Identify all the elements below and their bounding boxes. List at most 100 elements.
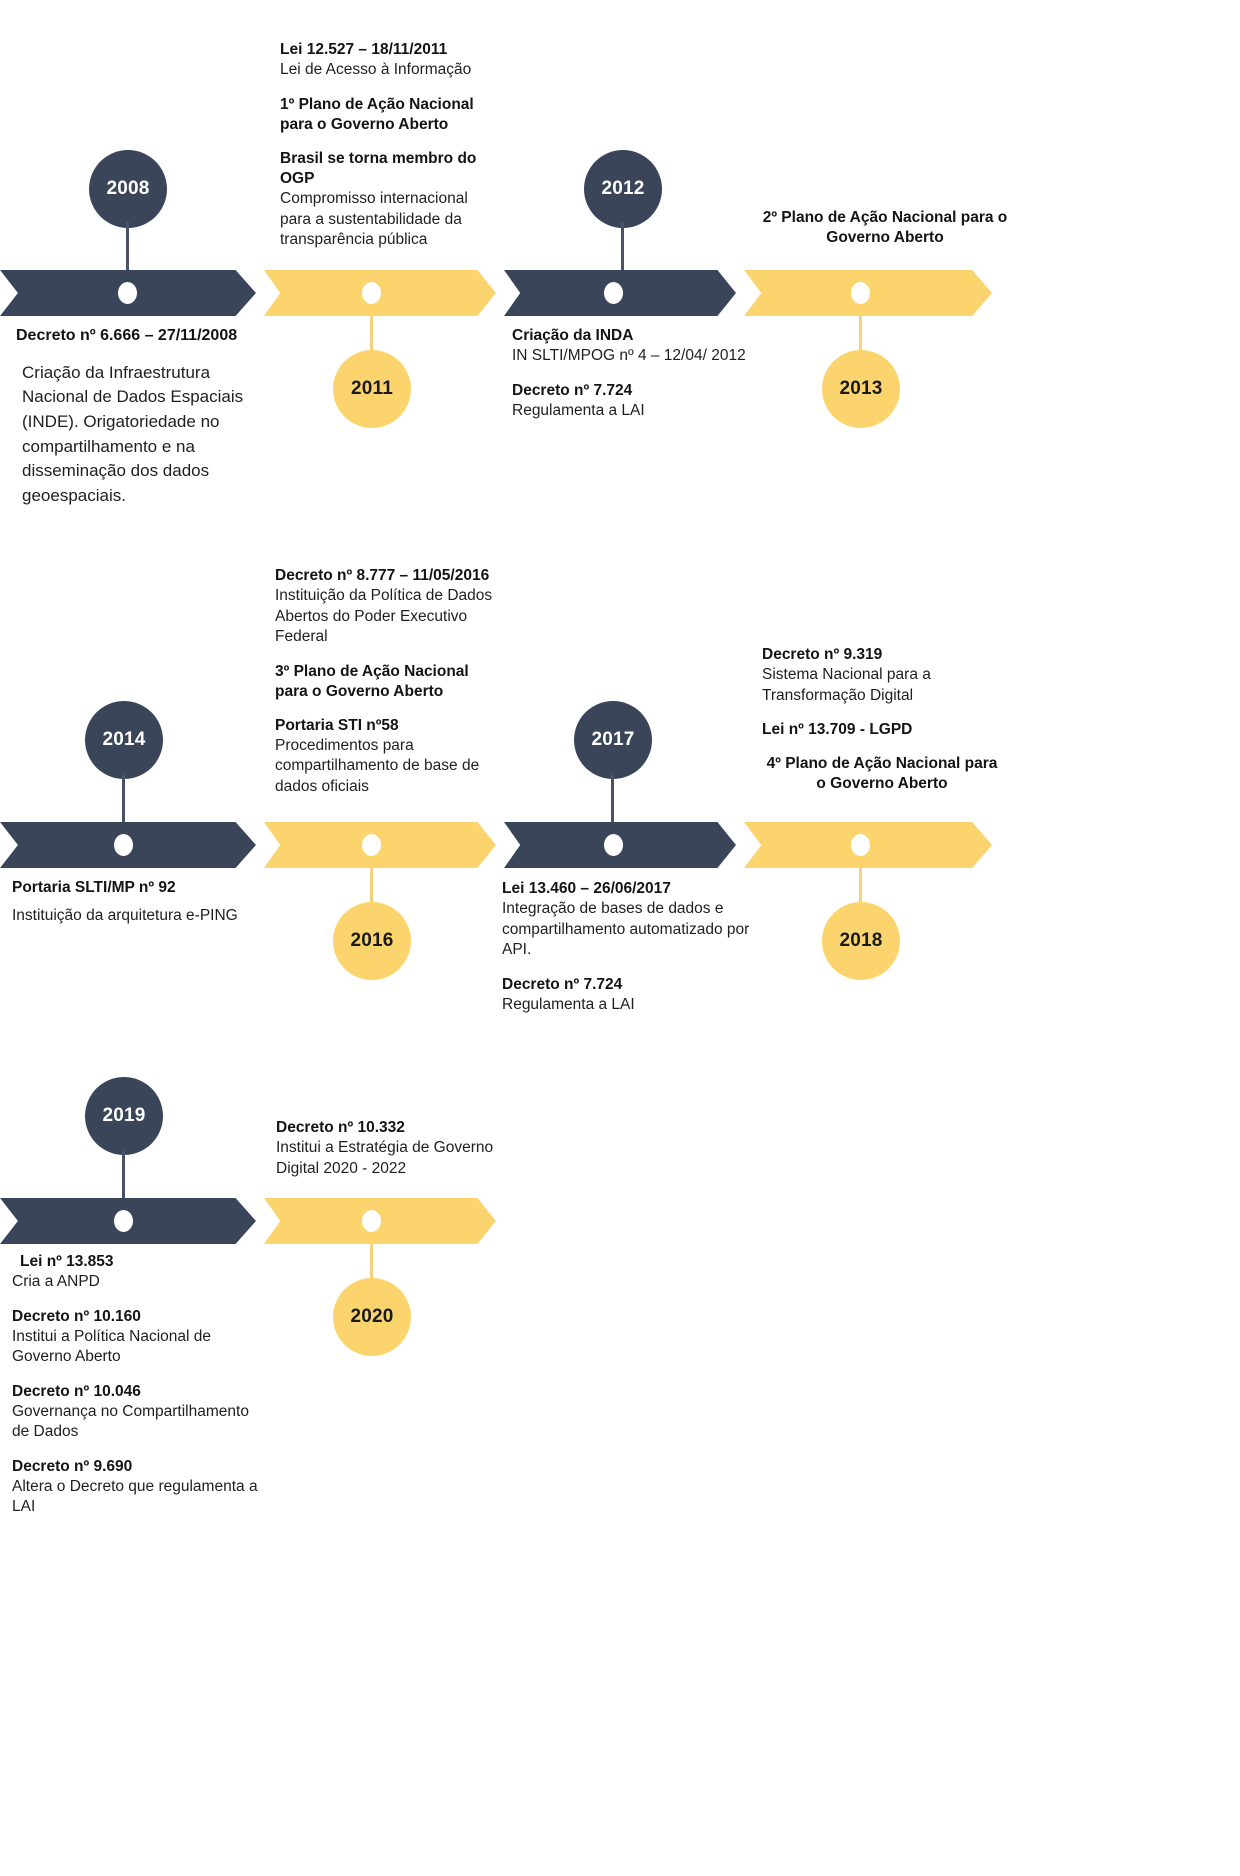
entry-subtitle: Sistema Nacional para a Transformação Di…: [762, 666, 931, 704]
node-dot-2016: [362, 834, 381, 856]
node-dot-2014: [114, 834, 133, 856]
entry-title: Decreto nº 10.160: [12, 1307, 141, 1325]
entry-subtitle: Institui a Estratégia de Governo Digital…: [276, 1139, 494, 1177]
node-dot-2011: [362, 282, 381, 304]
entry-title: Decreto nº 8.777 – 11/05/2016: [275, 567, 490, 584]
year-bubble-2012[interactable]: 2012: [584, 150, 662, 228]
stem-2017: [611, 773, 614, 841]
entry-subtitle: Procedimentos para compartilhamento de b…: [275, 736, 480, 795]
entry-title: Lei 12.527 – 18/11/2011: [280, 41, 448, 58]
entry-subtitle: Integração de bases de dados e compartil…: [502, 900, 750, 959]
stem-2016: [370, 868, 373, 906]
entry-title: Brasil se torna membro do OGP: [280, 149, 477, 188]
timeline-band-row-2: [0, 822, 1240, 868]
entry-decreto-10160: Decreto nº 10.160 Institui a Política Na…: [12, 1307, 262, 1368]
year-bubble-2013[interactable]: 2013: [822, 350, 900, 428]
stem-2014: [122, 773, 125, 841]
entry-subtitle: IN SLTI/MPOG nº 4 – 12/04/ 2012: [512, 347, 746, 365]
entry-2-plano-acao: 2º Plano de Ação Nacional para o Governo…: [760, 208, 1010, 248]
entry-title: Lei 13.460 – 26/06/2017: [502, 880, 671, 897]
text-block-2011: Lei 12.527 – 18/11/2011 Lei de Acesso à …: [280, 40, 495, 251]
year-bubble-2011[interactable]: 2011: [333, 350, 411, 428]
entry-brasil-ogp: Brasil se torna membro do OGP Compromiss…: [280, 149, 495, 251]
text-block-2008: Decreto nº 6.666 – 27/11/2008 Criação da…: [16, 326, 266, 509]
entry-title: 4º Plano de Ação Nacional para o Governo…: [766, 755, 998, 793]
entry-title: Decreto nº 7.724: [512, 381, 633, 399]
year-bubble-2008[interactable]: 2008: [89, 150, 167, 228]
entry-decreto-9690: Decreto nº 9.690 Altera o Decreto que re…: [12, 1457, 262, 1518]
entry-title: Decreto nº 9.319: [762, 646, 883, 663]
entry-decreto-8777: Decreto nº 8.777 – 11/05/2016 Instituiçã…: [275, 566, 495, 648]
entry-title: Decreto nº 10.046: [12, 1382, 141, 1400]
stem-2008: [126, 222, 129, 290]
entry-4-plano-acao: 4º Plano de Ação Nacional para o Governo…: [762, 754, 1002, 794]
entry-subtitle: Regulamenta a LAI: [502, 995, 635, 1013]
year-bubble-2016[interactable]: 2016: [333, 902, 411, 980]
year-bubble-2018[interactable]: 2018: [822, 902, 900, 980]
node-dot-2019: [114, 1210, 133, 1232]
entry-title: Decreto nº 6.666 – 27/11/2008: [16, 327, 238, 344]
entry-title: Portaria STI nº58: [275, 716, 399, 734]
stem-2013: [859, 316, 862, 354]
entry-lei-13460: Lei 13.460 – 26/06/2017 Integração de ba…: [502, 879, 760, 961]
entry-decreto-10332: Decreto nº 10.332 Institui a Estratégia …: [276, 1118, 511, 1179]
entry-subtitle: Governança no Compartilhamento de Dados: [12, 1402, 249, 1441]
year-bubble-2014[interactable]: 2014: [85, 701, 163, 779]
node-dot-2018: [851, 834, 870, 856]
entry-title: Decreto nº 9.690: [12, 1457, 133, 1475]
node-dot-2020: [362, 1210, 381, 1232]
entry-subtitle: Instituição da arquitetura e-PING: [12, 907, 238, 925]
entry-portaria-slti-92: Portaria SLTI/MP nº 92 Instituição da ar…: [12, 878, 252, 927]
stem-2012: [621, 222, 624, 290]
entry-subtitle: Lei de Acesso à Informação: [280, 61, 472, 79]
node-dot-2008: [118, 282, 137, 304]
text-block-2013: 2º Plano de Ação Nacional para o Governo…: [760, 208, 1010, 248]
entry-subtitle: Cria a ANPD: [12, 1273, 100, 1291]
stem-2020: [370, 1244, 373, 1282]
entry-lei-13853: Lei nº 13.853 Cria a ANPD: [12, 1252, 262, 1293]
entry-title: Portaria SLTI/MP nº 92: [12, 879, 176, 896]
stem-2011: [370, 316, 373, 354]
node-dot-2017: [604, 834, 623, 856]
entry-decreto-7724: Decreto nº 7.724 Regulamenta a LAI: [512, 381, 764, 422]
entry-subtitle: Institui a Política Nacional de Governo …: [12, 1327, 212, 1366]
timeline-band-row-1: [0, 270, 1240, 316]
text-block-2017: Lei 13.460 – 26/06/2017 Integração de ba…: [502, 879, 760, 1015]
entry-decreto-9319: Decreto nº 9.319 Sistema Nacional para a…: [762, 645, 1002, 706]
stem-2019: [122, 1149, 125, 1217]
year-bubble-2020[interactable]: 2020: [333, 1278, 411, 1356]
stem-2018: [859, 868, 862, 906]
text-block-2014: Portaria SLTI/MP nº 92 Instituição da ar…: [12, 878, 252, 927]
entry-subtitle: Altera o Decreto que regulamenta a LAI: [12, 1477, 258, 1516]
entry-subtitle: Instituição da Política de Dados Abertos…: [275, 587, 493, 646]
node-dot-2012: [604, 282, 623, 304]
entry-subtitle: Criação da Infraestrutura Nacional de Da…: [22, 362, 244, 505]
entry-title: Decreto nº 7.724: [502, 975, 623, 993]
entry-title: Lei nº 13.709 - LGPD: [762, 721, 913, 739]
entry-portaria-sti-58: Portaria STI nº58 Procedimentos para com…: [275, 716, 495, 798]
entry-3-plano-acao: 3º Plano de Ação Nacional para o Governo…: [275, 662, 495, 702]
node-dot-2013: [851, 282, 870, 304]
entry-decreto-10046: Decreto nº 10.046 Governança no Comparti…: [12, 1382, 262, 1443]
text-block-2019: Lei nº 13.853 Cria a ANPD Decreto nº 10.…: [12, 1252, 262, 1518]
year-bubble-2019[interactable]: 2019: [85, 1077, 163, 1155]
entry-title: Lei nº 13.853: [20, 1253, 114, 1270]
text-block-2012: Criação da INDA IN SLTI/MPOG nº 4 – 12/0…: [512, 326, 764, 421]
timeline-band-row-3: [0, 1198, 1240, 1244]
entry-lei-12527: Lei 12.527 – 18/11/2011 Lei de Acesso à …: [280, 40, 495, 81]
year-bubble-2017[interactable]: 2017: [574, 701, 652, 779]
entry-title: Criação da INDA: [512, 327, 634, 344]
entry-title: 2º Plano de Ação Nacional para o Governo…: [762, 209, 1008, 247]
entry-decreto-7724-2017: Decreto nº 7.724 Regulamenta a LAI: [502, 975, 760, 1016]
entry-1-plano-acao: 1º Plano de Ação Nacional para o Governo…: [280, 95, 495, 135]
entry-subtitle: Compromisso internacional para a sustent…: [280, 190, 468, 249]
entry-decreto-6666: Decreto nº 6.666 – 27/11/2008 Criação da…: [16, 326, 266, 509]
entry-title: 3º Plano de Ação Nacional para o Governo…: [275, 662, 469, 700]
entry-lei-13709-lgpd: Lei nº 13.709 - LGPD: [762, 720, 1002, 740]
entry-criacao-inda: Criação da INDA IN SLTI/MPOG nº 4 – 12/0…: [512, 326, 764, 367]
entry-title: Decreto nº 10.332: [276, 1119, 405, 1136]
entry-title: 1º Plano de Ação Nacional para o Governo…: [280, 95, 474, 133]
text-block-2020: Decreto nº 10.332 Institui a Estratégia …: [276, 1118, 511, 1179]
text-block-2016: Decreto nº 8.777 – 11/05/2016 Instituiçã…: [275, 566, 495, 797]
